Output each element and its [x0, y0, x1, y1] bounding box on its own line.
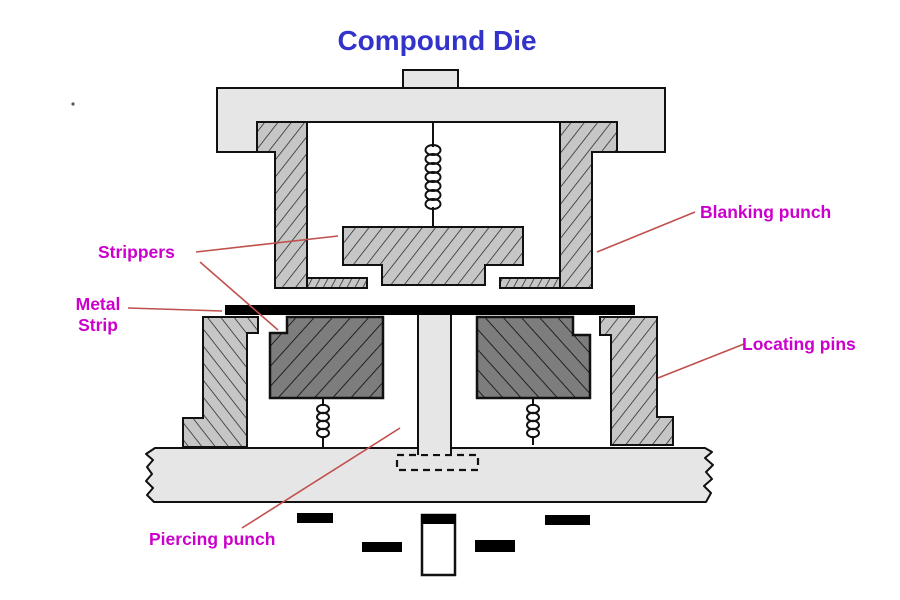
shank: [402, 69, 459, 90]
leader-blanking-punch: [596, 211, 696, 253]
die-opening-dashed-outline: [395, 453, 480, 472]
leader-strippers-upper: [195, 235, 339, 253]
leader-locating-pins: [657, 343, 745, 379]
metal-strip-bar: [225, 305, 635, 315]
slug-1: [297, 513, 333, 523]
blanking-punch-right-flange: [499, 277, 561, 289]
piercing-punch-column: [417, 315, 452, 455]
lower-spring-left: [316, 398, 330, 447]
slug-2: [362, 542, 402, 552]
slug-3: [475, 540, 515, 552]
blanked-part: [420, 513, 457, 577]
blanking-punch-left-wall: [256, 121, 308, 289]
artifact-dot: [71, 102, 75, 106]
leader-strippers-lower: [199, 261, 279, 331]
diagram-title: Compound Die: [337, 25, 537, 56]
die-block-right: [475, 315, 592, 400]
label-strippers: Strippers: [98, 242, 175, 262]
locating-pin-right: [599, 316, 674, 446]
die-block-left: [268, 315, 385, 400]
locating-pin-left: [182, 316, 259, 448]
leader-lines: [127, 211, 745, 529]
blanking-punch-right-wall: [559, 121, 618, 289]
label-locating-pins: Locating pins: [742, 334, 856, 354]
label-metal-strip: Metal Strip: [75, 294, 121, 336]
leader-piercing-punch: [241, 427, 401, 529]
upper-stripper-block: [342, 226, 524, 286]
leader-metal-strip: [127, 307, 223, 312]
slug-4: [545, 515, 590, 525]
blanking-punch-left-flange: [306, 277, 368, 289]
lower-spring-right: [526, 398, 540, 445]
label-blanking-punch: Blanking punch: [700, 202, 832, 222]
die-base-plate: [145, 447, 714, 503]
label-piercing-punch: Piercing punch: [149, 529, 276, 549]
upper-spring: [424, 122, 442, 227]
